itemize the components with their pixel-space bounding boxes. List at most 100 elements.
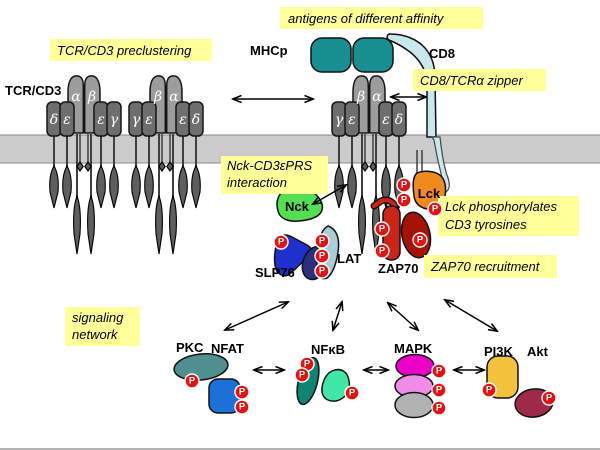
pkc-protein	[173, 353, 229, 381]
phospho-badge: P	[314, 233, 330, 249]
label-lat: LAT	[337, 251, 361, 266]
subunit-label: α	[372, 89, 382, 105]
label-signaling-line1: signaling	[72, 310, 124, 325]
phospho-badge: P	[184, 373, 200, 389]
phospho-label: P	[379, 246, 386, 257]
subunit-label: δ	[192, 112, 200, 128]
phospho-badge: P	[234, 399, 250, 415]
label-lck-phos-line1: Lck phosphorylates	[445, 199, 558, 214]
phospho-badge: P	[273, 234, 289, 250]
subunit-label: ε	[145, 112, 153, 128]
label-nfkb: NFκB	[311, 342, 345, 357]
subunit-label: ε	[97, 112, 105, 128]
arrow-hub-to-pi3k	[445, 300, 497, 331]
phospho-label: P	[304, 359, 311, 370]
phospho-circle	[184, 373, 200, 389]
phospho-badge: P	[431, 382, 447, 398]
phospho-circle	[481, 382, 497, 398]
label-nck-prs-line2: interaction	[227, 175, 287, 190]
phospho-badge: P	[314, 263, 330, 279]
phospho-badge: P	[314, 248, 330, 264]
phospho-label: P	[436, 403, 443, 414]
mapk-protein-3	[394, 391, 434, 419]
subunit-label: ε	[179, 112, 187, 128]
phospho-label: P	[436, 366, 443, 377]
label-signaling-line2: network	[72, 327, 119, 342]
phospho-badge: P	[374, 243, 390, 259]
label-preclustering: TCR/CD3 preclustering	[57, 43, 192, 58]
label-zap70-recruitment: ZAP70 recruitment	[430, 259, 541, 274]
arrow-nck-cd3	[313, 185, 346, 204]
phospho-label: P	[319, 266, 326, 277]
subunit-label: δ	[395, 112, 403, 128]
label-tcr-cd3: TCR/CD3	[5, 83, 61, 98]
phospho-badge: P	[374, 221, 390, 237]
phospho-label: P	[299, 370, 306, 381]
phospho-circle	[431, 363, 447, 379]
phospho-label: P	[349, 388, 356, 399]
phospho-circle	[541, 390, 557, 406]
label-zipper-bg	[413, 69, 546, 91]
subunit-label: β	[153, 89, 162, 105]
subunit-label: δ	[50, 112, 58, 128]
phospho-badge: P	[294, 367, 310, 383]
subunit-label: γ	[110, 112, 119, 128]
label-mhcp: MHCp	[250, 43, 288, 58]
phospho-badge: P	[396, 192, 412, 208]
phospho-circle	[314, 248, 330, 264]
subunit-label: ε	[382, 112, 390, 128]
label-zipper: CD8/TCRα zipper	[420, 73, 523, 88]
label-lck: Lck	[418, 186, 441, 201]
phospho-circle	[396, 177, 412, 193]
label-signaling-bg	[65, 307, 140, 346]
phospho-label: P	[417, 235, 424, 246]
phospho-label: P	[432, 204, 439, 215]
phospho-badge: P	[541, 390, 557, 406]
subunit-label: α	[169, 89, 179, 105]
label-lck-phos-line2: CD3 tyrosines	[445, 217, 527, 232]
phospho-badge: P	[396, 177, 412, 193]
phospho-badge: P	[234, 384, 250, 400]
phospho-label: P	[401, 180, 408, 191]
subunit-label: β	[87, 89, 96, 105]
label-zap70-recruitment-bg	[424, 255, 557, 278]
mhc-domain	[352, 37, 394, 73]
phospho-circle	[396, 192, 412, 208]
phospho-badge: P	[412, 232, 428, 248]
phospho-badge: P	[431, 363, 447, 379]
phospho-label: P	[379, 224, 386, 235]
label-antigens-bg	[280, 7, 483, 29]
phospho-label: P	[239, 402, 246, 413]
subunit-label: ε	[348, 112, 356, 128]
label-pkc: PKC	[176, 340, 204, 355]
label-lck-phos-bg	[438, 196, 579, 236]
mhc-domain	[310, 37, 352, 73]
phospho-badge: P	[344, 385, 360, 401]
phospho-circle	[314, 233, 330, 249]
phospho-circle	[234, 384, 250, 400]
phospho-circle	[294, 367, 310, 383]
label-cd8: CD8	[429, 46, 455, 61]
label-akt: Akt	[527, 344, 549, 359]
phospho-label: P	[278, 237, 285, 248]
phospho-circle	[314, 263, 330, 279]
arrow-hub-to-mapk	[388, 303, 418, 330]
tcr-cd3-complex-a	[47, 76, 121, 254]
label-zap70: ZAP70	[378, 261, 418, 276]
phospho-label: P	[319, 236, 326, 247]
label-antigens: antigens of different affinity	[288, 11, 445, 26]
phospho-circle	[374, 243, 390, 259]
label-nfat: NFAT	[211, 341, 244, 356]
phospho-label: P	[319, 251, 326, 262]
phospho-badge: P	[481, 382, 497, 398]
arrow-hub-to-nfkb	[333, 302, 342, 330]
label-preclustering-bg	[50, 39, 212, 61]
phospho-label: P	[189, 376, 196, 387]
phospho-circle	[427, 201, 443, 217]
phospho-circle	[431, 382, 447, 398]
label-slp76: SLP76	[255, 265, 295, 280]
phospho-circle	[234, 399, 250, 415]
subunit-label: γ	[335, 112, 344, 128]
phospho-label: P	[401, 195, 408, 206]
label-pi3k: PI3K	[484, 344, 514, 359]
